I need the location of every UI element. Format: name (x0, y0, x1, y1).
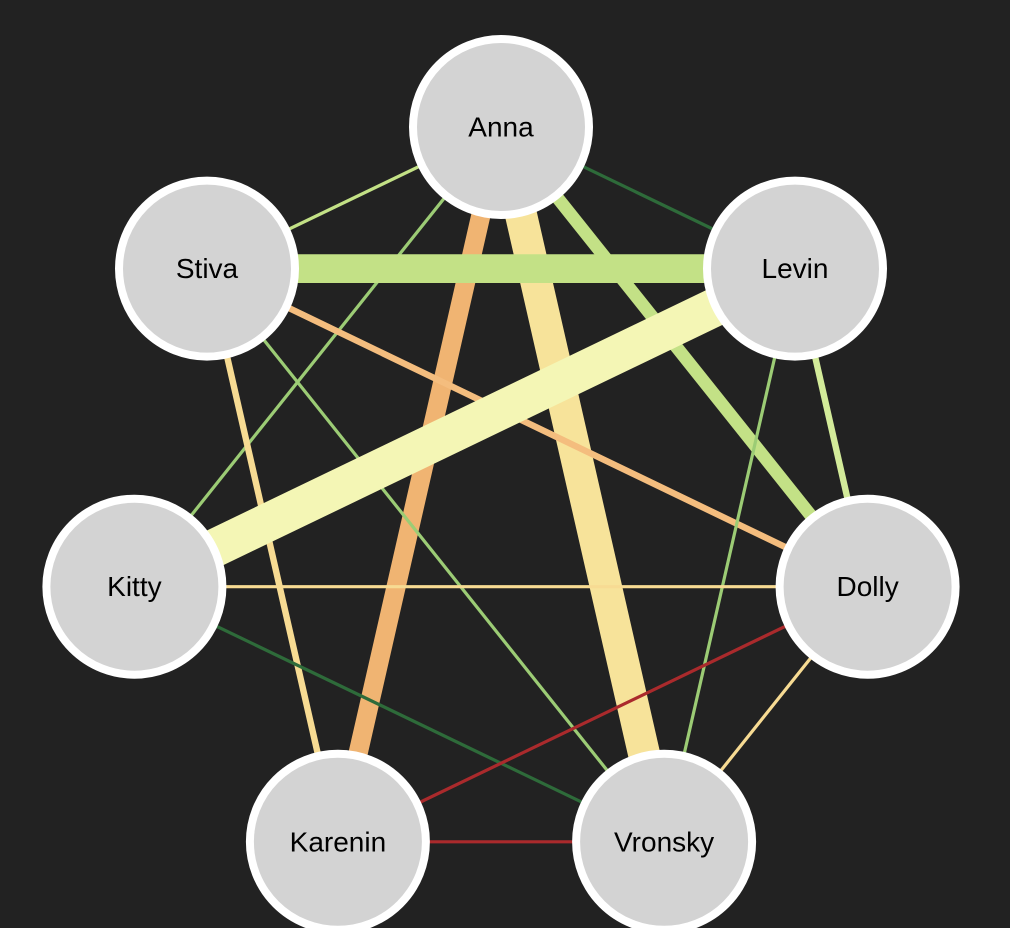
node-circle[interactable] (703, 176, 887, 361)
node-karenin[interactable]: Karenin (245, 749, 430, 928)
edge-anna-vronsky (485, 123, 680, 846)
node-circle[interactable] (115, 176, 299, 361)
node-label: Stiva (176, 253, 239, 284)
edge-anna-dolly (495, 123, 873, 591)
edge-kitty-vronsky (133, 585, 665, 844)
node-label: Levin (762, 253, 829, 284)
edge-levin-vronsky (662, 268, 797, 843)
node-label: Karenin (290, 826, 387, 857)
edge-anna-kitty (133, 126, 503, 588)
node-circle[interactable] (245, 749, 430, 928)
node-label: Vronsky (614, 826, 714, 857)
node-kitty[interactable]: Kitty (42, 494, 227, 679)
node-circle[interactable] (409, 35, 593, 219)
edge-anna-karenin (328, 124, 511, 844)
edge-stiva-dolly (205, 265, 869, 590)
node-label: Dolly (836, 571, 898, 602)
node-levin[interactable]: Levin (703, 176, 887, 361)
node-anna[interactable]: Anna (409, 35, 593, 219)
node-circle[interactable] (42, 494, 227, 679)
node-label: Anna (468, 112, 534, 143)
node-circle[interactable] (572, 749, 757, 928)
edge-dolly-karenin (337, 585, 869, 844)
node-circle[interactable] (775, 494, 960, 679)
edge-stiva-vronsky (205, 267, 666, 843)
edge-stiva-karenin (203, 267, 342, 843)
edge-levin-kitty (126, 251, 804, 604)
node-vronsky[interactable]: Vronsky (572, 749, 757, 928)
node-stiva[interactable]: Stiva (115, 176, 299, 361)
node-label: Kitty (107, 571, 161, 602)
node-dolly[interactable]: Dolly (775, 494, 960, 679)
